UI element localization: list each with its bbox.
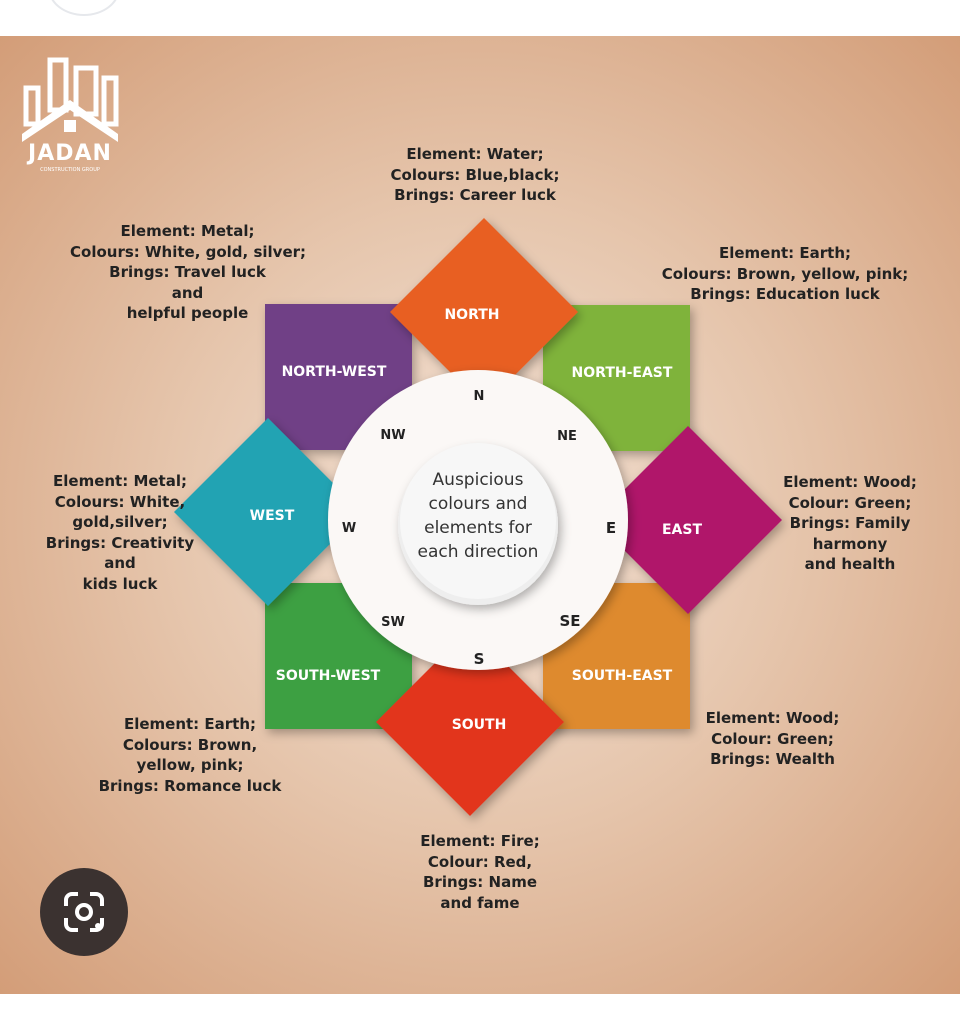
south-east-label: SOUTH-EAST — [572, 668, 673, 684]
note-line: and — [171, 283, 204, 302]
note-line: kids luck — [82, 574, 158, 593]
note-line: Colours: White, — [54, 492, 186, 511]
center-line-4: each direction — [418, 542, 539, 562]
note-line: Brings: Creativity — [45, 533, 195, 552]
logo-subtitle: CONSTRUCTION GROUP — [40, 167, 100, 173]
compass-se: SE — [559, 612, 580, 630]
note-line: Brings: Family — [789, 514, 911, 532]
south-west-label: SOUTH-WEST — [276, 668, 381, 684]
note-line: Colour: Red, — [427, 852, 533, 871]
note-line: Colours: Brown, — [122, 735, 258, 754]
note-line: Brings: Name — [422, 873, 538, 891]
note-line: Colours: Blue,black; — [390, 165, 560, 184]
note-line: Brings: Wealth — [710, 750, 835, 768]
north-west-label: NORTH-WEST — [282, 364, 387, 380]
note-line: yellow, pink; — [136, 756, 244, 774]
west-label: WEST — [250, 508, 295, 524]
note-line: Brings: Romance luck — [98, 776, 282, 795]
note-line: Element: Metal; — [53, 472, 187, 490]
compass-w: W — [342, 521, 356, 536]
compass-s: S — [474, 650, 485, 668]
center-line-3: elements for — [424, 518, 532, 538]
note-line: Element: Water; — [406, 145, 544, 163]
note-line: Brings: Education luck — [690, 285, 880, 303]
west-sector — [174, 418, 362, 606]
google-lens-button[interactable] — [40, 868, 128, 956]
note-line: Brings: Travel luck — [109, 263, 266, 281]
logo-name: JADAN — [28, 141, 112, 166]
lens-camera-icon — [64, 892, 104, 932]
note-line: Element: Fire; — [420, 832, 540, 850]
note-south-east: Element: Wood; Colour: Green; Brings: Weal… — [690, 708, 855, 770]
compass-sw: SW — [381, 615, 405, 630]
east-sector — [594, 426, 782, 614]
center-line-1: Auspicious — [433, 470, 524, 490]
note-north-east: Element: Earth; Colours: Brown, yellow, p… — [660, 243, 910, 305]
note-line: Colour: Green; — [711, 729, 834, 748]
note-line: helpful people — [126, 304, 249, 322]
compass-n: N — [474, 389, 485, 404]
note-line: Element: Metal; — [120, 222, 255, 240]
center-line-2: colours and — [429, 494, 528, 514]
south-label: SOUTH — [452, 717, 507, 733]
note-north: Element: Water; Colours: Blue,black; Bring… — [380, 144, 570, 206]
note-line: Element: Earth; — [718, 244, 852, 262]
compass-nw: NW — [380, 428, 405, 443]
note-line: Colour: Green; — [788, 493, 912, 512]
note-line: and health — [804, 555, 896, 573]
note-line: and — [104, 554, 136, 572]
note-line: Element: Wood; — [783, 473, 917, 491]
note-line: Element: Wood; — [705, 709, 840, 727]
east-label: EAST — [662, 522, 702, 538]
building-logo-icon — [22, 57, 119, 142]
note-line: Colours: Brown, yellow, pink; — [661, 264, 909, 283]
note-line: and fame — [440, 893, 520, 912]
note-line: Brings: Career luck — [394, 186, 556, 204]
south-sector — [376, 628, 564, 816]
north-sector — [390, 218, 578, 406]
note-east: Element: Wood; Colour: Green; Brings: Fami… — [775, 472, 925, 575]
note-north-west: Element: Metal; Colours: White, gold, sil… — [70, 221, 307, 324]
note-west: Element: Metal; Colours: White, gold,silve… — [40, 471, 200, 594]
note-south: Element: Fire; Colour: Red, Brings: Name an… — [400, 831, 560, 913]
north-east-label: NORTH-EAST — [572, 365, 673, 381]
compass-ne: NE — [557, 429, 577, 444]
note-line: harmony — [812, 534, 888, 553]
north-label: NORTH — [444, 307, 499, 323]
note-line: Element: Earth; — [123, 715, 257, 733]
bottom-bar — [0, 994, 960, 1016]
note-line: Colours: White, gold, silver; — [70, 242, 307, 261]
note-line: gold,silver; — [72, 513, 168, 531]
note-south-west: Element: Earth; Colours: Brown, yellow, pi… — [95, 714, 285, 796]
compass-e: E — [606, 519, 616, 537]
